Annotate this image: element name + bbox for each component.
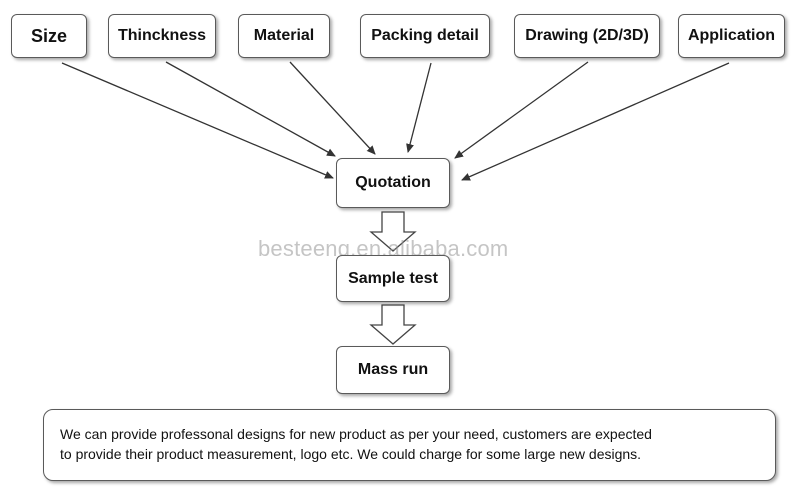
arrow-thickness-to-quotation bbox=[165, 61, 336, 157]
arrow-drawing-to-quotation bbox=[454, 61, 589, 159]
block-arrow-sample-to-mass bbox=[369, 304, 417, 345]
step-box-mass-run: Mass run bbox=[336, 346, 450, 394]
step-label-sample-test: Sample test bbox=[348, 269, 438, 287]
input-label-drawing: Drawing (2D/3D) bbox=[525, 27, 649, 44]
input-label-material: Material bbox=[253, 27, 315, 44]
step-box-sample-test: Sample test bbox=[336, 255, 450, 302]
arrow-application-to-quotation bbox=[461, 62, 730, 181]
step-label-quotation: Quotation bbox=[355, 174, 431, 191]
arrow-size-to-quotation bbox=[61, 62, 334, 179]
input-box-application: Application bbox=[678, 14, 785, 58]
block-arrow-quotation-to-sample bbox=[369, 211, 417, 252]
arrow-material-to-quotation bbox=[289, 61, 376, 155]
input-box-drawing: Drawing (2D/3D) bbox=[514, 14, 660, 58]
note-line-1: We can provide professonal designs for n… bbox=[60, 426, 652, 442]
input-box-size: Size bbox=[11, 14, 87, 58]
input-box-packing-detail: Packing detail bbox=[360, 14, 490, 58]
step-box-quotation: Quotation bbox=[336, 158, 450, 208]
note-line-2: to provide their product measurement, lo… bbox=[60, 446, 642, 462]
arrow-packing-to-quotation bbox=[406, 62, 432, 153]
step-label-mass-run: Mass run bbox=[357, 361, 429, 378]
input-label-application: Application bbox=[687, 27, 776, 44]
input-box-thickness: Thinckness bbox=[108, 14, 216, 58]
design-service-note: We can provide professonal designs for n… bbox=[43, 409, 776, 481]
input-box-material: Material bbox=[238, 14, 330, 58]
input-label-thickness: Thinckness bbox=[117, 27, 207, 44]
input-label-packing-detail: Packing detail bbox=[371, 27, 479, 44]
input-label-size: Size bbox=[30, 25, 68, 46]
